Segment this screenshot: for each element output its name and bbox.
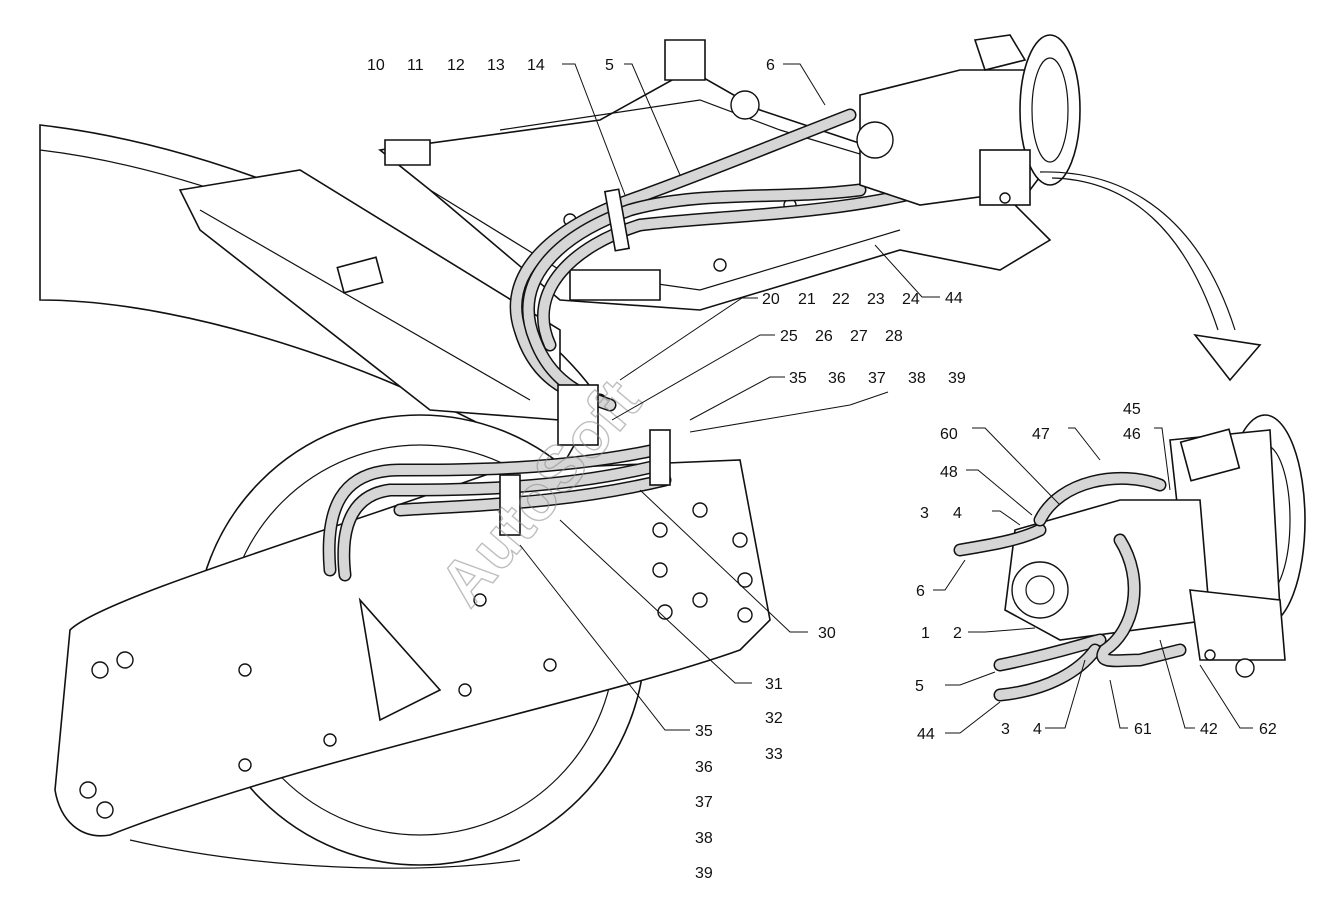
callout-31: 31 [765, 676, 783, 693]
callout-36-upper: 36 [828, 370, 846, 387]
callout-37-upper: 37 [868, 370, 886, 387]
callout-27: 27 [850, 328, 868, 345]
callout-1: 1 [921, 625, 930, 642]
callout-44-detail: 44 [917, 726, 935, 743]
hose-clamps [499, 188, 671, 536]
callout-42: 42 [1200, 721, 1218, 738]
callout-35-upper: 35 [789, 370, 807, 387]
callout-47: 47 [1032, 426, 1050, 443]
callout-3-lower: 3 [1001, 721, 1010, 738]
callout-4-lower: 4 [1033, 721, 1042, 738]
callout-33: 33 [765, 746, 783, 763]
callout-23: 23 [867, 291, 885, 308]
main-callouts: 10 11 12 13 14 5 6 20 21 22 23 24 25 26 … [367, 57, 966, 882]
callout-62: 62 [1259, 721, 1277, 738]
callout-39-upper: 39 [948, 370, 966, 387]
detail-pointer-arrow [1039, 171, 1262, 382]
callout-21: 21 [798, 291, 816, 308]
callout-10: 10 [367, 57, 385, 74]
callout-44-main: 44 [945, 290, 963, 307]
callout-26: 26 [815, 328, 833, 345]
main-hoses [322, 108, 967, 582]
callout-35-lower: 35 [695, 723, 713, 740]
detail-view [953, 414, 1306, 702]
side-plate [54, 459, 771, 837]
callout-4-upper: 4 [953, 505, 962, 522]
callout-32: 32 [765, 710, 783, 727]
callout-60: 60 [940, 426, 958, 443]
leader-lines [519, 63, 1253, 734]
callout-12: 12 [447, 57, 465, 74]
callout-38-lower: 38 [695, 830, 713, 847]
callout-13: 13 [487, 57, 505, 74]
callout-22: 22 [832, 291, 850, 308]
crossbeam [178, 169, 561, 421]
detail-callouts: 45 46 47 60 48 3 4 6 1 2 5 44 3 4 61 42 … [915, 401, 1277, 743]
callout-39-lower: 39 [695, 865, 713, 882]
callout-2: 2 [953, 625, 962, 642]
callout-5: 5 [605, 57, 614, 74]
callout-37-lower: 37 [695, 794, 713, 811]
callout-48: 48 [940, 464, 958, 481]
callout-14: 14 [527, 57, 545, 74]
callout-38-upper: 38 [908, 370, 926, 387]
callout-24: 24 [902, 291, 920, 308]
callout-61: 61 [1134, 721, 1152, 738]
main-pump [856, 34, 1081, 206]
callout-6: 6 [766, 57, 775, 74]
callout-6-detail: 6 [916, 583, 925, 600]
callout-25: 25 [780, 328, 798, 345]
callout-36-lower: 36 [695, 759, 713, 776]
callout-20: 20 [762, 291, 780, 308]
callout-3-upper: 3 [920, 505, 929, 522]
callout-45: 45 [1123, 401, 1141, 418]
callout-46: 46 [1123, 426, 1141, 443]
callout-30: 30 [818, 625, 836, 642]
callout-11: 11 [407, 57, 424, 74]
callout-28: 28 [885, 328, 903, 345]
callout-5-detail: 5 [915, 678, 924, 695]
